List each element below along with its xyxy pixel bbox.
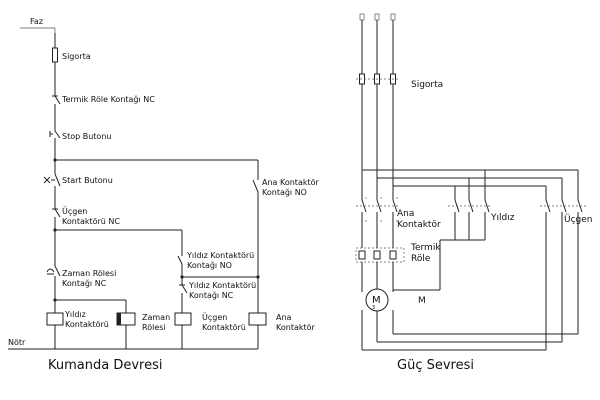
svg-text:1: 1	[365, 196, 367, 200]
svg-text:3: 3	[380, 196, 382, 200]
main-contactor-contact	[252, 174, 259, 277]
supply-terminal-l1	[359, 13, 365, 21]
thermal-contact-nc	[52, 92, 61, 128]
triangle-contact-nc	[52, 205, 61, 230]
star-contact-no-label: Yıldız Kontaktörü Kontağı NO	[186, 251, 257, 270]
supply-terminal-l2	[374, 13, 380, 21]
motor-label: M	[418, 296, 426, 306]
supply-terminal-l3	[390, 13, 396, 21]
control-fuse	[52, 47, 58, 63]
star-contact-nc-label: Yıldız Kontaktörü Kontağı NC	[188, 281, 259, 300]
star-contactor-contacts	[448, 170, 492, 241]
svg-text:4: 4	[380, 219, 382, 223]
power-fuses	[356, 73, 400, 85]
control-circuit-caption: Kumanda Devresi	[48, 358, 162, 373]
power-circuit: Sigorta 1 3 5 2 4 6 Ana Kontaktör	[355, 13, 593, 373]
triangle-contactor-coil	[174, 312, 192, 326]
main-contactor-coil	[248, 312, 267, 326]
timer-contact-nc	[46, 230, 61, 300]
phase-label: Faz	[30, 17, 43, 26]
thermal-relay	[355, 247, 405, 263]
motor-phase-number: 3	[372, 305, 375, 311]
start-button	[43, 160, 61, 205]
neutral-label: Nötr	[8, 338, 26, 347]
timer-coil-label: Zaman Rölesi	[142, 313, 173, 332]
start-button-label: Start Butonu	[62, 176, 113, 185]
triangle-contactor-contacts	[540, 170, 586, 350]
main-contactor-contacts: 1 3 5 2 4 6	[356, 196, 400, 223]
star-contactor-coil	[46, 312, 64, 326]
control-circuit: Faz Sigorta Termik Röle Kontağı NC Stop …	[8, 17, 321, 373]
main-contactor-contact-label: Ana Kontaktör Kontağı NO	[262, 178, 321, 197]
thermal-contact-label: Termik Röle Kontağı NC	[61, 95, 155, 104]
svg-text:2: 2	[365, 219, 367, 223]
power-circuit-caption: Güç Sevresi	[397, 358, 474, 373]
power-triangle-label: Üçgen	[564, 214, 593, 225]
timer-contact-label: Zaman Rölesi Kontağı NC	[62, 269, 119, 288]
power-main-contactor-label: Ana Kontaktör	[397, 209, 441, 230]
triangle-contact-label: Üçgen Kontaktörü NC	[62, 206, 120, 226]
main-coil-label: Ana Kontaktör	[276, 313, 316, 332]
stop-button-label: Stop Butonu	[62, 132, 111, 141]
star-contact-nc	[179, 280, 188, 313]
timer-relay-coil-mark	[117, 313, 121, 325]
power-fuse-label: Sigorta	[411, 80, 443, 90]
triangle-coil-label: Üçgen Kontaktörü	[202, 312, 246, 332]
stop-button	[49, 128, 61, 160]
star-coil-label: Yıldız Kontaktörü	[64, 310, 109, 329]
motor-symbol-letter: M	[372, 295, 381, 306]
svg-text:5: 5	[396, 196, 398, 200]
thermal-relay-label: Termik Röle	[410, 243, 443, 264]
power-star-label: Yıldız	[490, 213, 515, 223]
control-fuse-label: Sigorta	[62, 52, 91, 61]
svg-text:6: 6	[396, 219, 398, 223]
